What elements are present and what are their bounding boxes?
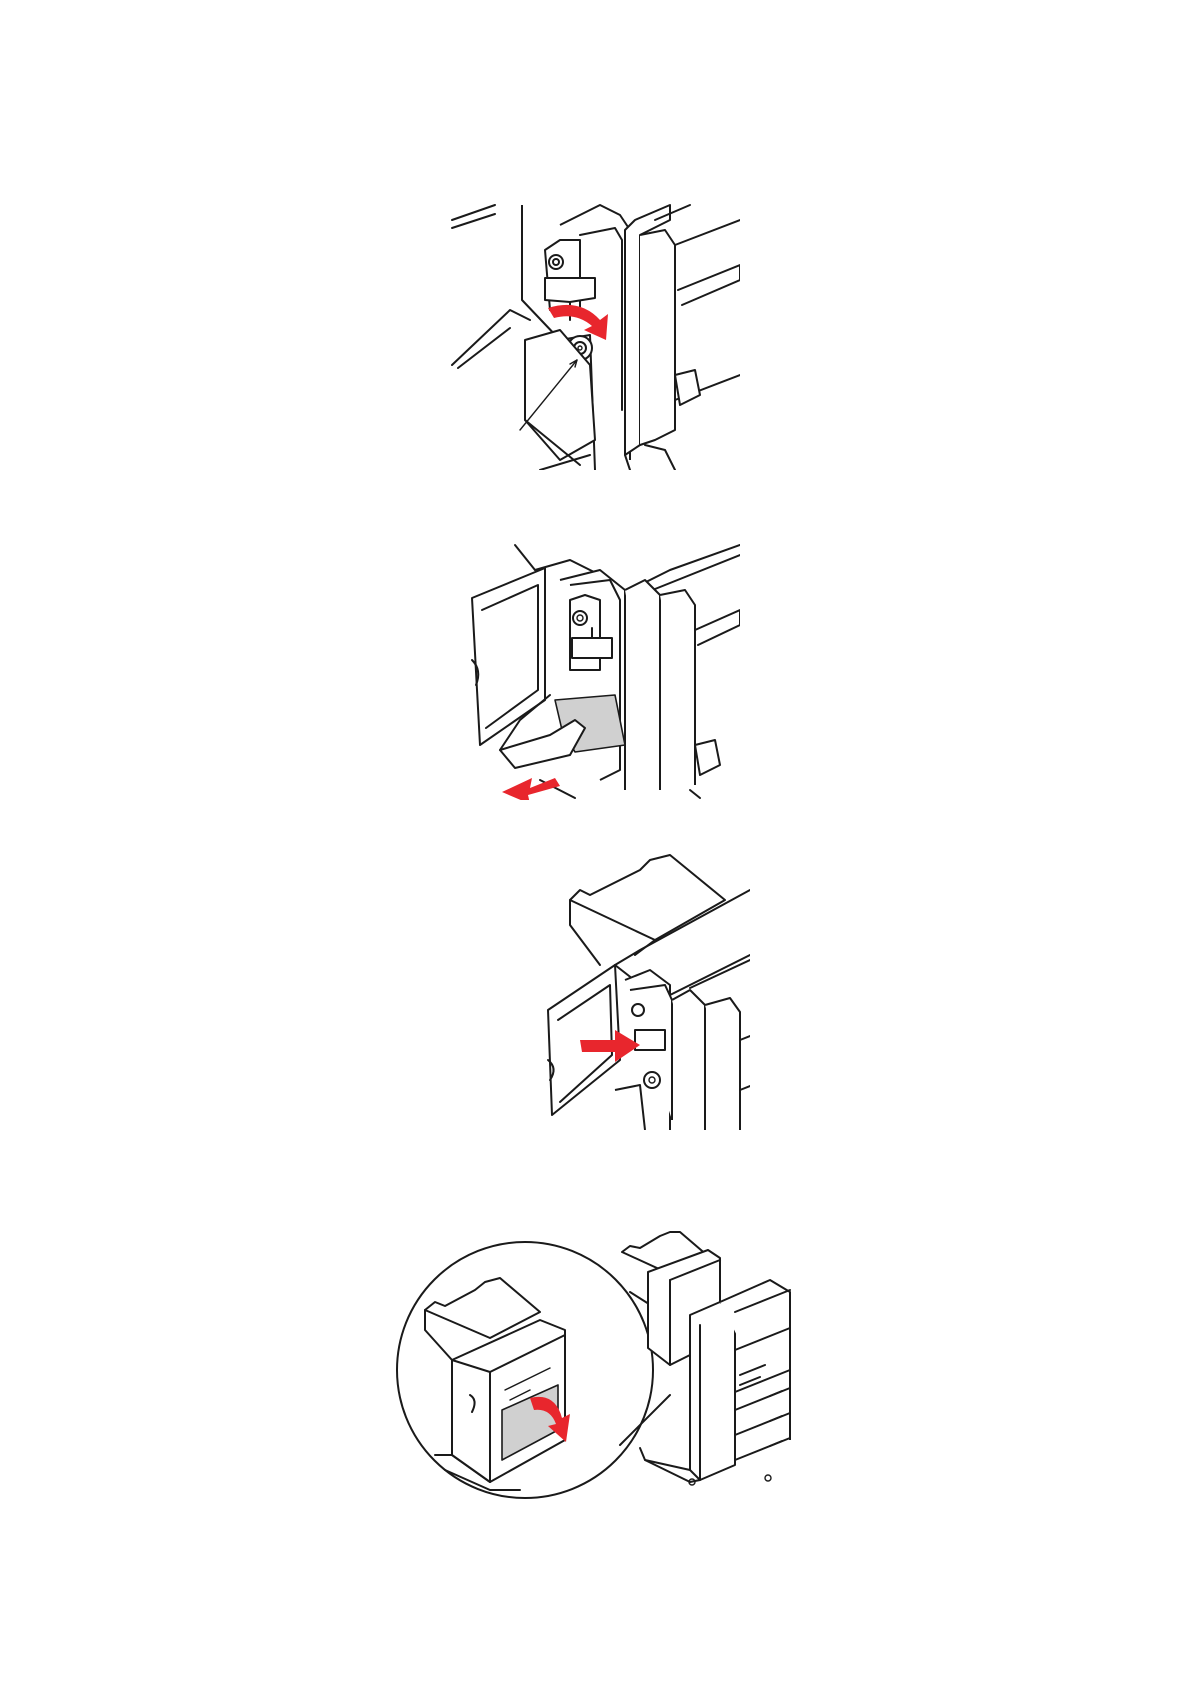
open-lower-cover-illustration xyxy=(390,1220,810,1500)
figure-close-cover xyxy=(540,840,750,1130)
figure-open-lower-cover xyxy=(390,1220,810,1500)
close-cover-illustration xyxy=(540,840,750,1130)
rotate-knob-illustration xyxy=(450,200,740,470)
remove-jammed-paper-illustration xyxy=(460,540,740,800)
gear-icon xyxy=(573,611,587,625)
figure-remove-paper xyxy=(460,540,740,800)
gear-icon xyxy=(632,1004,644,1016)
figure-rotate-knob xyxy=(450,200,740,470)
pull-arrow-icon xyxy=(502,778,560,800)
